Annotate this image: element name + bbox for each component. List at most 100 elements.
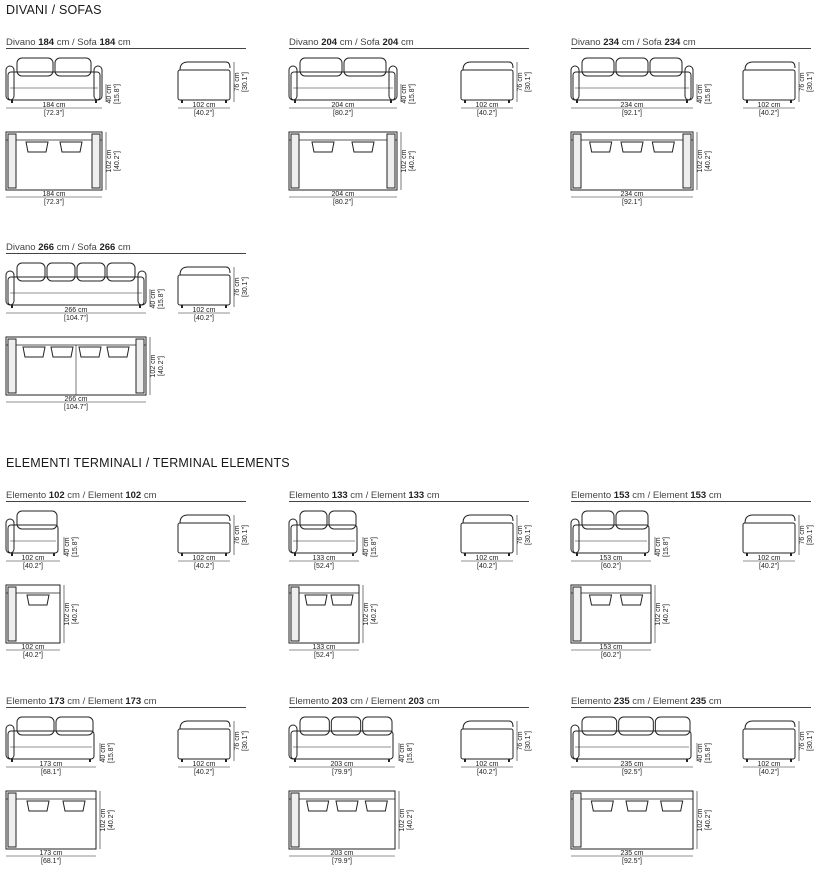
sofa-arm: [5, 270, 15, 306]
top-depth-in: [40.2"]: [114, 151, 121, 171]
front-width-in: [79.9"]: [332, 769, 352, 776]
top-view-drawing: 102 cm[40.2"]102 cm[40.2"]: [5, 584, 79, 659]
model-size-en: 102: [125, 490, 142, 501]
top-outline: [5, 131, 103, 191]
side-view-drawing: 102 cm[40.2"]76 cm[30.1"]: [460, 61, 532, 117]
height-in: [30.1"]: [807, 72, 814, 92]
sofa-body: [7, 524, 59, 554]
side-body: [177, 522, 231, 554]
side-depth-in: [40.2"]: [194, 315, 214, 322]
pillow: [25, 141, 49, 153]
side-depth-cm: 102 cm: [758, 555, 781, 562]
seat-height-cm: 40 cm: [655, 537, 662, 556]
side-back: [744, 514, 796, 524]
side-view-drawing: 102 cm[40.2"]76 cm[30.1"]: [177, 61, 249, 117]
model-unit: cm: [708, 696, 722, 707]
front-width-in: [92.5"]: [622, 769, 642, 776]
top-view-drawing: 235 cm[92.5"] 102 cm[40.2"]: [570, 790, 712, 865]
model-prefix: Divano: [6, 37, 36, 48]
side-depth-in: [40.2"]: [759, 563, 779, 570]
seat-height-cm: 40 cm: [399, 743, 406, 762]
model-prefix: Elemento: [289, 490, 330, 501]
top-width-in: [68.1"]: [41, 858, 61, 865]
height-cm: 76 cm: [799, 72, 806, 91]
side-depth-cm: 102 cm: [476, 761, 499, 768]
front-width-cm: 204 cm: [332, 102, 355, 109]
top-arm: [682, 133, 692, 189]
top-width-cm: 153 cm: [600, 644, 623, 651]
pillow: [589, 141, 613, 153]
side-depth-cm: 102 cm: [193, 761, 216, 768]
top-arm: [135, 338, 145, 394]
top-outline: [288, 790, 396, 850]
side-depth-cm: 102 cm: [193, 555, 216, 562]
front-width-in: [68.1"]: [41, 769, 61, 776]
front-width-cm: 173 cm: [40, 761, 63, 768]
model-header: Elemento 102 cm / Element 102 cm: [6, 491, 246, 502]
top-depth-cm: 102 cm: [697, 808, 704, 831]
top-view-drawing: 184 cm[72.3"]102 cm[40.2"]: [5, 131, 121, 206]
section-title-sofas: DIVANI / SOFAS: [6, 3, 102, 17]
top-arm: [572, 133, 582, 189]
top-depth-cm: 102 cm: [401, 149, 408, 172]
model-translation: cm / Element: [632, 490, 688, 501]
top-depth-in: [40.2"]: [705, 810, 712, 830]
pillow: [59, 141, 83, 153]
model-size: 173: [48, 696, 65, 707]
model-size-en: 184: [99, 37, 116, 48]
top-width-cm: 266 cm: [65, 396, 88, 403]
top-outline: [570, 584, 652, 644]
back-cushion: [649, 57, 683, 77]
seat-height-in: [15.8"]: [114, 84, 121, 104]
seat-height-in: [15.8"]: [371, 537, 378, 557]
side-body: [177, 274, 231, 306]
model-translation: cm / Sofa: [621, 37, 662, 48]
front-width-cm: 153 cm: [600, 555, 623, 562]
sofa-body: [572, 524, 650, 554]
sofa-arm: [570, 724, 580, 760]
sofa-arm: [137, 270, 147, 306]
side-back: [744, 720, 796, 730]
pillow: [351, 141, 375, 153]
model-translation: cm / Sofa: [56, 242, 97, 253]
pillow: [106, 346, 130, 358]
sofa-body: [572, 71, 692, 101]
top-depth-in: [40.2"]: [371, 604, 378, 624]
back-cushion: [343, 57, 387, 77]
back-cushion: [654, 716, 691, 736]
back-cushion: [106, 262, 136, 282]
back-cushion: [16, 57, 54, 77]
sofa-body: [290, 524, 358, 554]
model-unit: cm: [400, 37, 414, 48]
pillow: [590, 800, 614, 812]
side-back: [462, 720, 514, 730]
sofa-arm: [570, 65, 580, 101]
top-width-in: [92.5"]: [622, 858, 642, 865]
side-view-drawing: 102 cm[40.2"]76 cm[30.1"]: [177, 720, 249, 776]
side-view-drawing: 102 cm[40.2"]76 cm[30.1"]: [177, 514, 249, 570]
side-view-drawing: 102 cm[40.2"]76 cm[30.1"]: [177, 266, 249, 322]
side-body: [177, 69, 231, 101]
model-prefix: Elemento: [571, 696, 612, 707]
side-depth-in: [40.2"]: [477, 563, 497, 570]
model-header: Divano 266 cm / Sofa 266 cm: [6, 243, 246, 254]
model-size-en: 153: [690, 490, 707, 501]
top-width-cm: 234 cm: [621, 191, 644, 198]
side-depth-cm: 102 cm: [476, 102, 499, 109]
seat-height-cm: 40 cm: [697, 84, 704, 103]
height-in: [30.1"]: [242, 277, 249, 297]
top-arm: [7, 338, 17, 394]
side-view-drawing: 102 cm[40.2"]76 cm[30.1"]: [742, 720, 814, 776]
model-prefix: Elemento: [6, 696, 47, 707]
top-depth-cm: 102 cm: [655, 602, 662, 625]
top-arm: [7, 586, 17, 642]
top-width-cm: 235 cm: [621, 850, 644, 857]
top-width-cm: 133 cm: [313, 644, 336, 651]
model-prefix: Elemento: [571, 490, 612, 501]
model-prefix: Divano: [571, 37, 601, 48]
top-outline: [5, 790, 97, 850]
top-outline: [570, 790, 694, 850]
front-width-cm: 203 cm: [331, 761, 354, 768]
